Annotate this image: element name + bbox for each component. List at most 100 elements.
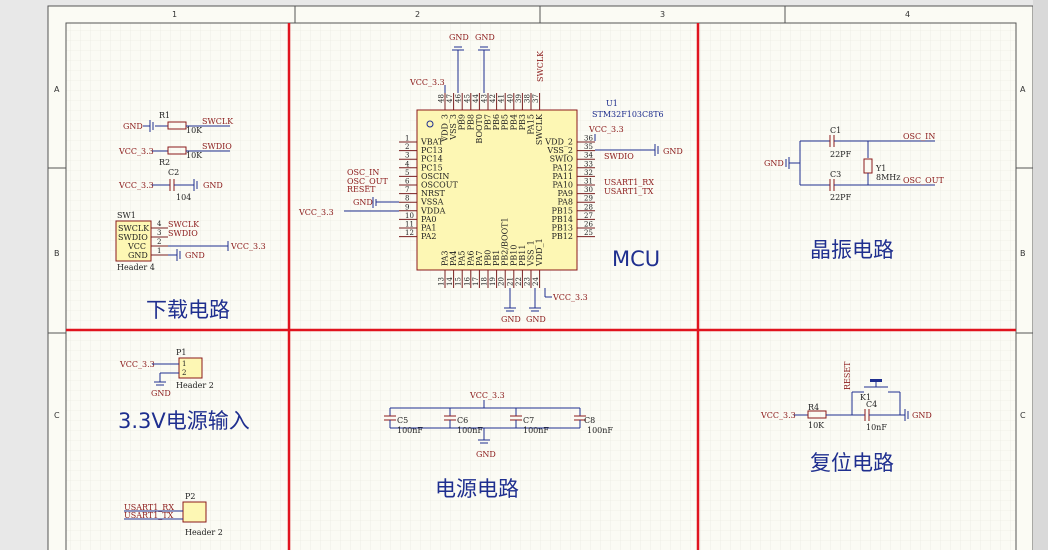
net-vcc-c2: VCC_3.3 bbox=[118, 181, 154, 190]
section-dividers bbox=[66, 23, 1016, 550]
mcu-pin-name-17: PA7 bbox=[475, 250, 484, 266]
mcu-pin-name-2: PC13 bbox=[421, 146, 443, 155]
c7-ref: C7 bbox=[523, 416, 534, 425]
header-p1 bbox=[178, 357, 203, 379]
mcu-pin-name-12: PA2 bbox=[421, 232, 437, 241]
net-vcc-bottom: VCC_3.3 bbox=[552, 293, 588, 302]
title-crystal-circuit: 晶振电路 bbox=[810, 238, 894, 262]
mcu-pin-num-4: 4 bbox=[405, 160, 410, 168]
net-gnd-top-2: GND bbox=[475, 33, 495, 42]
mcu-pin-name-38: PA15 bbox=[527, 114, 536, 135]
mcu-pin-name-23: VSS_1 bbox=[527, 240, 536, 267]
mcu-pin-num-38: 38 bbox=[524, 94, 532, 103]
mcu-pin-name-33: PA12 bbox=[552, 163, 573, 172]
mcu-pin-num-29: 29 bbox=[584, 195, 593, 203]
mcu-pin-num-44: 44 bbox=[472, 94, 480, 103]
header-p2 bbox=[182, 501, 207, 523]
mcu-pin-num-37: 37 bbox=[532, 94, 540, 103]
mcu-pin-num-6: 6 bbox=[405, 178, 410, 186]
p1-pin-2: 2 bbox=[182, 369, 186, 377]
net-vcc-sw1: VCC_3.3 bbox=[230, 242, 266, 251]
r1-ref: R1 bbox=[159, 111, 170, 120]
title-reset-circuit: 复位电路 bbox=[810, 451, 894, 475]
mcu-pin-name-1: VBAT bbox=[420, 138, 444, 147]
mcu-pin-num-30: 30 bbox=[584, 186, 593, 194]
mcu-pin-name-30: PA9 bbox=[557, 189, 573, 198]
power-input-circuit: P1 1 2 VCC_3.3 GND Header 2 P2 USART1_RX… bbox=[119, 348, 223, 537]
zone-col-2: 2 bbox=[415, 10, 420, 19]
mcu-pin-num-21: 21 bbox=[506, 277, 514, 286]
c6-value: 100nF bbox=[457, 426, 483, 435]
mcu-pin-num-34: 34 bbox=[584, 152, 593, 160]
net-osc-in-mcu: OSC_IN bbox=[347, 168, 379, 177]
mcu-chip bbox=[416, 109, 578, 271]
title-mcu: MCU bbox=[612, 247, 660, 271]
mcu-pin-name-36: VDD_2 bbox=[544, 138, 573, 147]
sw1-pin-gnd: GND bbox=[128, 251, 148, 260]
sw1-num-2: 2 bbox=[157, 238, 161, 246]
net-vcc-vdda: VCC_3.3 bbox=[298, 208, 334, 217]
mcu-pin-num-45: 45 bbox=[463, 94, 471, 103]
c6-ref: C6 bbox=[457, 416, 468, 425]
zone-row-b: B bbox=[54, 249, 60, 258]
p2-ref: P2 bbox=[185, 492, 195, 501]
net-tx-mcu: USART1_TX bbox=[604, 187, 654, 196]
mcu-pin-name-25: PB12 bbox=[552, 232, 573, 241]
c3-value: 22PF bbox=[830, 193, 852, 202]
mcu-pin-name-7: NRST bbox=[421, 189, 446, 198]
net-vcc-top: VCC_3.3 bbox=[409, 78, 445, 87]
net-swdio-mcu: SWDIO bbox=[604, 152, 634, 161]
mcu-pin-num-10: 10 bbox=[405, 212, 414, 220]
net-gnd-bottom-1: GND bbox=[501, 315, 521, 324]
mcu-pin-name-31: PA10 bbox=[552, 181, 573, 190]
p1-ref: P1 bbox=[176, 348, 186, 357]
sw1-num-4: 4 bbox=[157, 220, 162, 228]
mcu-pin-num-7: 7 bbox=[405, 186, 409, 194]
mcu-pin-num-48: 48 bbox=[438, 94, 446, 103]
net-gnd-crystal: GND bbox=[764, 159, 784, 168]
mcu-pin-name-41: PB5 bbox=[501, 114, 510, 130]
y1-ref: Y1 bbox=[875, 164, 886, 173]
mcu-pin-name-21: PB10 bbox=[509, 245, 518, 266]
mcu-pin-name-6: OSCOUT bbox=[421, 181, 458, 190]
y1-value: 8MHz bbox=[876, 173, 900, 182]
net-rx-mcu: USART1_RX bbox=[604, 178, 654, 187]
mcu-pin-name-32: PA11 bbox=[552, 172, 573, 181]
sw1-num-3: 3 bbox=[157, 229, 161, 237]
c2-ref: C2 bbox=[168, 168, 179, 177]
r1-value: 10K bbox=[186, 126, 203, 135]
c7-value: 100nF bbox=[523, 426, 549, 435]
title-power-input: 3.3V电源输入 bbox=[118, 409, 250, 433]
r4-value: 10K bbox=[808, 421, 825, 430]
mcu-pin-num-46: 46 bbox=[455, 94, 463, 103]
k1-ref: K1 bbox=[860, 393, 871, 402]
c8-value: 100nF bbox=[587, 426, 613, 435]
mcu-pin-num-20: 20 bbox=[498, 277, 506, 286]
net-vcc-vdd2: VCC_3.3 bbox=[588, 125, 624, 134]
mcu-pin-name-44: BOOT0 bbox=[475, 114, 484, 144]
zone-col-1: 1 bbox=[172, 10, 177, 19]
mcu-pin-name-13: PA3 bbox=[441, 250, 450, 266]
c1-value: 22PF bbox=[830, 150, 852, 159]
mcu-pin-num-36: 36 bbox=[584, 135, 593, 143]
sw1-pin-swclk: SWCLK bbox=[118, 224, 150, 233]
mcu-pin-num-23: 23 bbox=[524, 277, 532, 286]
net-gnd-bottom-2: GND bbox=[526, 315, 546, 324]
crystal-circuit: GND C1 22PF C3 22PF Y1 8MHz OSC_IN OSC_O… bbox=[764, 126, 944, 202]
mcu-pin-num-18: 18 bbox=[481, 277, 489, 286]
mcu-pin-name-15: PA5 bbox=[458, 250, 467, 266]
mcu-pin-name-42: PB6 bbox=[492, 114, 501, 130]
mcu-pin-name-43: PB7 bbox=[484, 114, 493, 130]
zone-col-3: 3 bbox=[660, 10, 665, 19]
net-gnd-vss2: GND bbox=[663, 147, 683, 156]
net-vcc-p1: VCC_3.3 bbox=[119, 360, 155, 369]
net-gnd-vssa: GND bbox=[353, 198, 373, 207]
c1-ref: C1 bbox=[830, 126, 841, 135]
mcu-pin-num-28: 28 bbox=[584, 203, 593, 211]
reset-circuit: VCC_3.3 R4 10K RESET K1 C4 10nF GND bbox=[760, 361, 932, 432]
mcu-pin-name-47: VSS_3 bbox=[449, 114, 458, 141]
mcu-pin-num-41: 41 bbox=[498, 94, 506, 103]
sw1-pin-swdio: SWDIO bbox=[118, 233, 148, 242]
